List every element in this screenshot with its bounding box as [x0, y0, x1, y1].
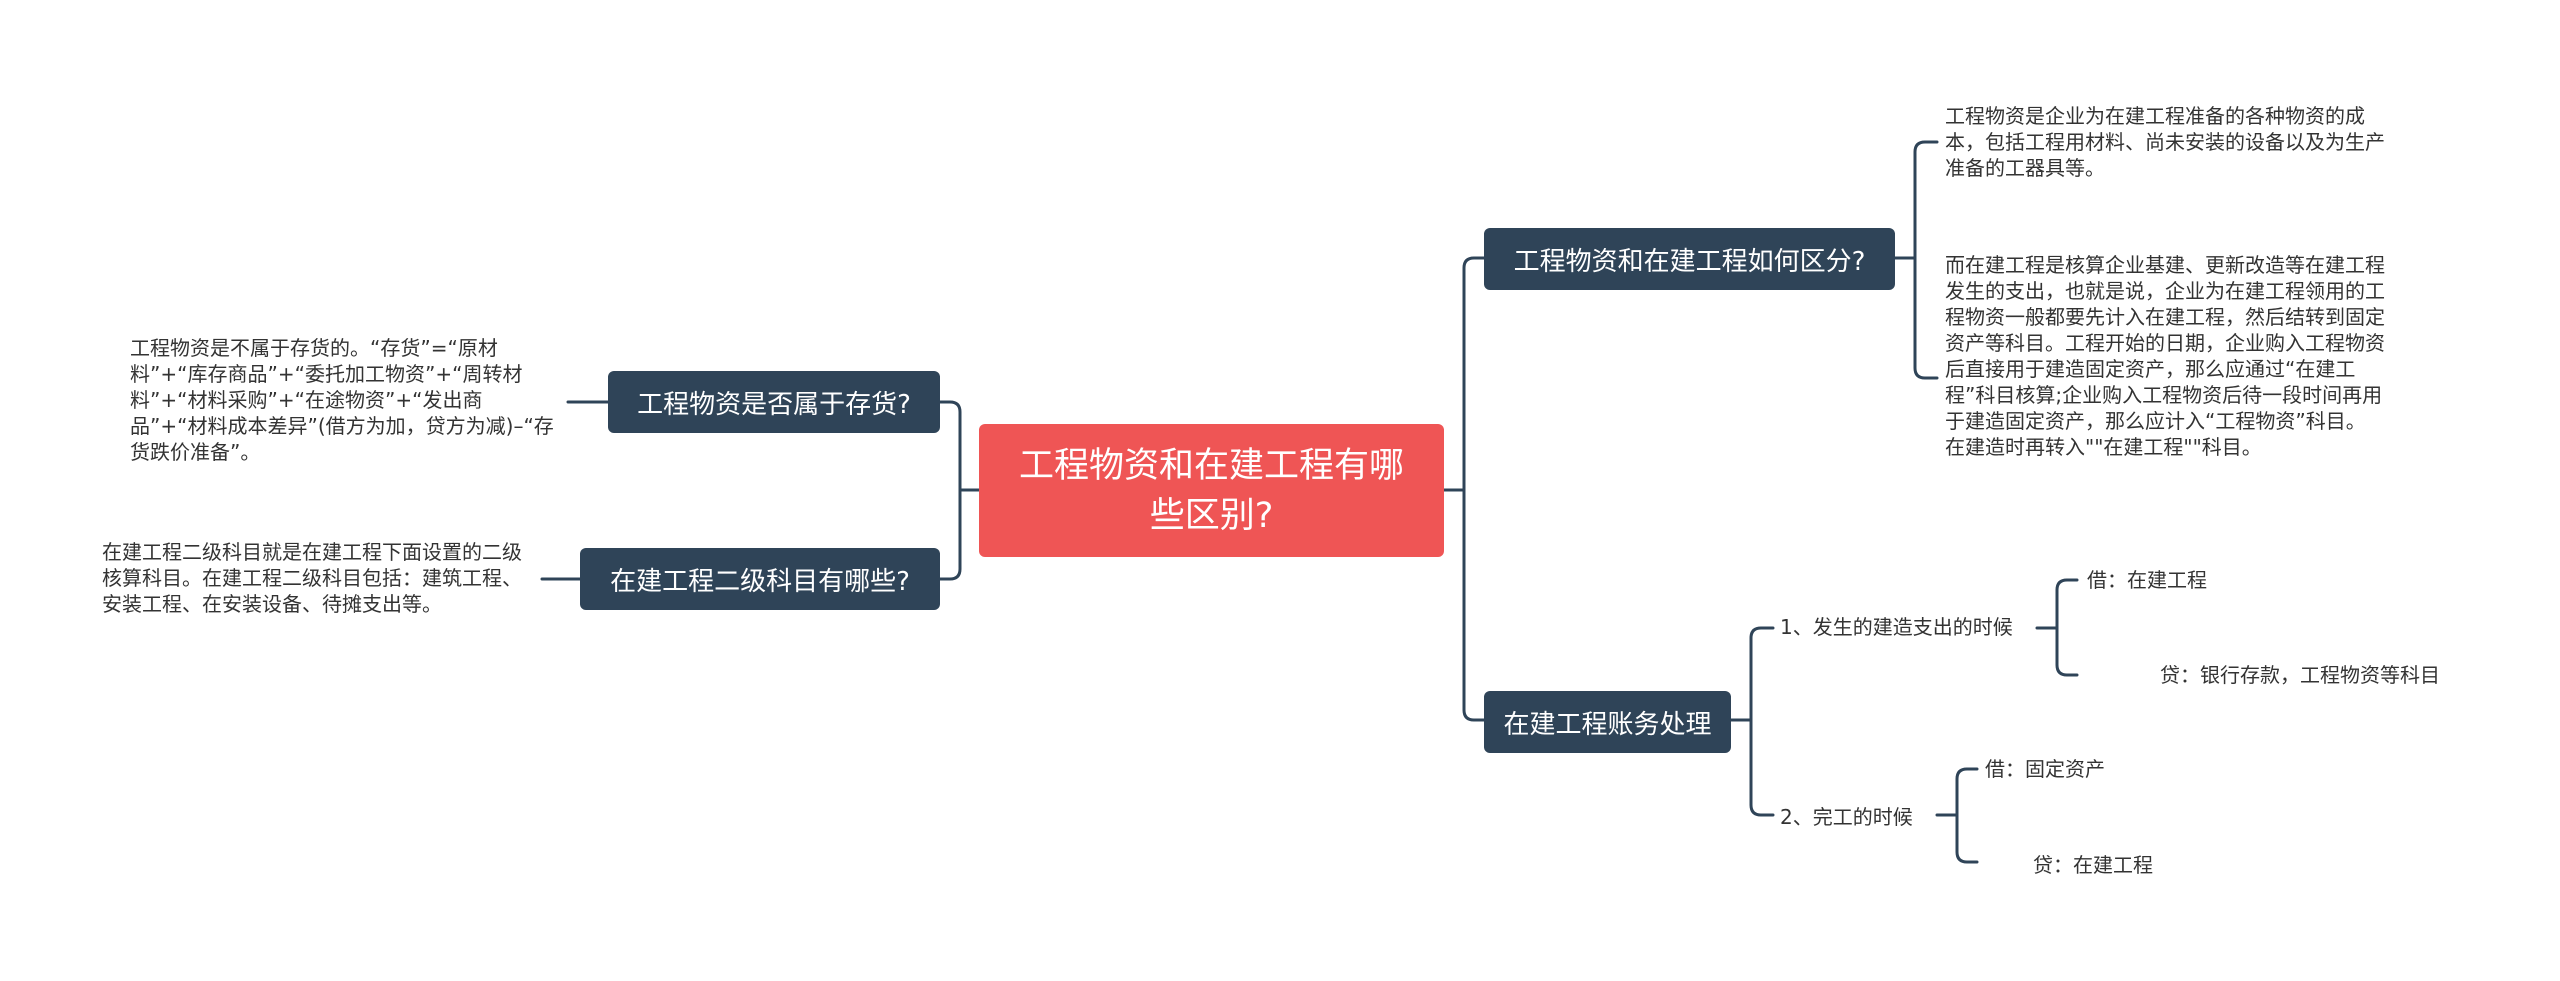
detail-sub-accounts: 在建工程二级科目就是在建工程下面设置的二级核算科目。在建工程二级科目包括：建筑工… — [102, 540, 522, 616]
connector-central-right — [1442, 256, 1486, 722]
central-topic-label: 工程物资和在建工程有哪些区别? — [1018, 445, 1404, 536]
case2-credit: 贷：在建工程 — [2033, 853, 2153, 877]
case2-label: 2、完工的时候 — [1780, 805, 1913, 829]
topic-accounting-label: 在建工程账务处理 — [1503, 709, 1712, 740]
topic-inventory-label: 工程物资是否属于存货? — [637, 389, 911, 420]
detail-distinguish-1: 工程物资是企业为在建工程准备的各种物资的成本，包括工程用材料、尚未安装的设备以及… — [1945, 104, 2385, 180]
detail-inventory: 工程物资是不属于存货的。“存货”=“原材料”+“库存商品”+“委托加工物资”+“… — [130, 336, 554, 464]
connector-case1 — [2035, 578, 2079, 677]
topic-distinguish-label: 工程物资和在建工程如何区分? — [1513, 246, 1866, 277]
case1-credit: 贷：银行存款，工程物资等科目 — [2160, 663, 2440, 687]
case2-debit: 借：固定资产 — [1985, 757, 2105, 781]
connector-distinguish — [1893, 140, 1939, 380]
central-topic[interactable]: 工程物资和在建工程有哪些区别? — [979, 424, 1444, 557]
topic-accounting[interactable]: 在建工程账务处理 — [1484, 691, 1731, 753]
connector-central-left — [938, 400, 981, 581]
case1-debit: 借：在建工程 — [2087, 568, 2207, 592]
detail-distinguish-2: 而在建工程是核算企业基建、更新改造等在建工程发生的支出，也就是说，企业为在建工程… — [1945, 253, 2385, 459]
topic-sub-accounts-label: 在建工程二级科目有哪些? — [610, 566, 910, 597]
connector-accounting — [1729, 626, 1775, 817]
connector-case2 — [1935, 767, 1979, 864]
topic-sub-accounts[interactable]: 在建工程二级科目有哪些? — [580, 548, 940, 610]
case1-label: 1、发生的建造支出的时候 — [1780, 615, 2013, 639]
topic-inventory[interactable]: 工程物资是否属于存货? — [608, 371, 940, 433]
topic-distinguish[interactable]: 工程物资和在建工程如何区分? — [1484, 228, 1895, 290]
